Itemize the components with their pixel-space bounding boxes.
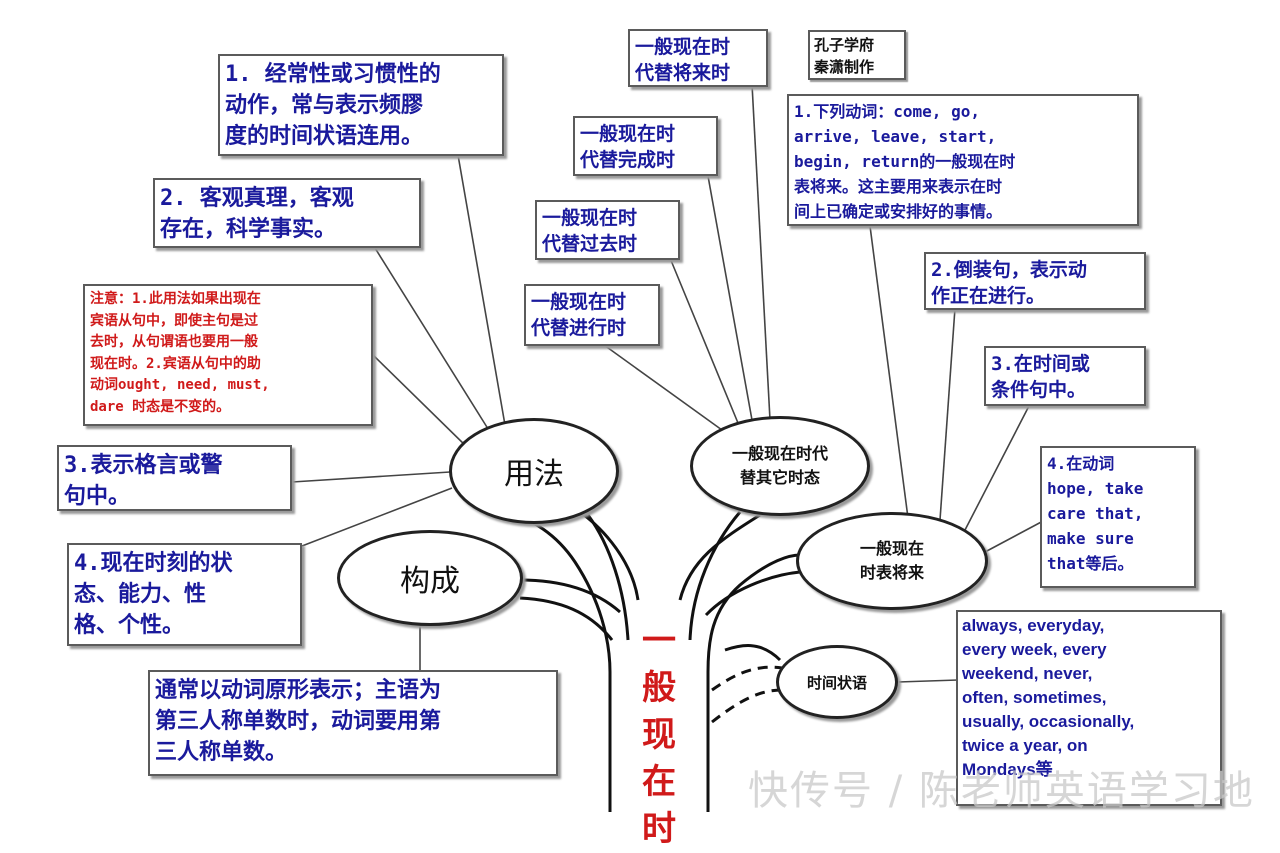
- connector-future-p1: [869, 225, 909, 519]
- usage-point-2: 2. 客观真理，客观 存在，科学事实。: [153, 178, 421, 248]
- tree-diagram: 一 般 现 在 时 孔子学府 秦潇制作 1. 经常性或习惯性的 动作，常与表示频…: [57, 29, 1253, 849]
- usage-point-4: 4.现在时刻的状 态、能力、性 格、个性。: [67, 543, 302, 646]
- connector-usage-p2: [374, 247, 491, 433]
- replace-progressive-box: 一般现在时 代替进行时: [524, 284, 660, 346]
- replace-past-box: 一般现在时 代替过去时: [535, 200, 680, 260]
- connector-usage-p3: [291, 471, 451, 483]
- future-point-1: 1.下列动词：come, go, arrive, leave, start, b…: [787, 94, 1139, 226]
- connector-usage-p4: [301, 487, 453, 547]
- credit-box: 孔子学府 秦潇制作: [808, 30, 906, 80]
- dashed-branch: [711, 665, 783, 724]
- trunk-char: 时: [642, 809, 676, 849]
- connector-replace-future: [751, 83, 771, 421]
- time-adverbials-list: always, everyday, every week, every week…: [956, 610, 1222, 806]
- usage-point-1: 1. 经常性或习惯性的 动作，常与表示频膠 度的时间状语连用。: [218, 54, 504, 156]
- formation-text: 通常以动词原形表示；主语为 第三人称单数时，动词要用第 三人称单数。: [148, 670, 558, 776]
- replace-future-box: 一般现在时 代替将来时: [628, 29, 768, 87]
- connector-replace-progressive: [603, 344, 723, 431]
- trunk-char: 一: [642, 621, 676, 661]
- node-replace-other-tenses: 一般现在时代 替其它时态: [690, 416, 870, 516]
- connector-future-p2: [939, 307, 956, 521]
- usage-note: 注意：1.此用法如果出现在 宾语从句中，即使主句是过 去时，从句谓语也要用一般 …: [83, 284, 373, 426]
- trunk-char: 在: [642, 762, 676, 802]
- connector-lines: [291, 83, 1046, 812]
- connector-replace-past: [669, 257, 739, 424]
- connector-adverbial: [897, 679, 959, 683]
- replace-perfect-box: 一般现在时 代替完成时: [573, 116, 718, 176]
- connector-usage-p1: [457, 154, 506, 426]
- connector-replace-perfect: [707, 175, 753, 421]
- future-point-3: 3.在时间或 条件句中。: [984, 346, 1146, 406]
- connector-future-p3: [964, 403, 1031, 531]
- trunk-char: 现: [642, 715, 676, 755]
- node-formation: 构成: [337, 530, 523, 626]
- tree-trunk: [514, 498, 801, 812]
- node-usage: 用法: [449, 418, 619, 524]
- node-time-adverbials: 时间状语: [776, 645, 898, 719]
- future-point-4: 4.在动词 hope, take care that, make sure th…: [1040, 446, 1196, 588]
- watermark-text: 快传号 / 陈老师英语学习地: [748, 768, 1255, 814]
- usage-point-3: 3.表示格言或警 句中。: [57, 445, 292, 511]
- connector-future-p4: [984, 519, 1046, 553]
- future-point-2: 2.倒装句，表示动 作正在进行。: [924, 252, 1146, 310]
- trunk-char: 般: [642, 668, 676, 708]
- connector-usage-note: [372, 354, 471, 451]
- node-future-use: 一般现在 时表将来: [796, 512, 988, 610]
- trunk-title: 一 般 现 在 时: [640, 618, 678, 853]
